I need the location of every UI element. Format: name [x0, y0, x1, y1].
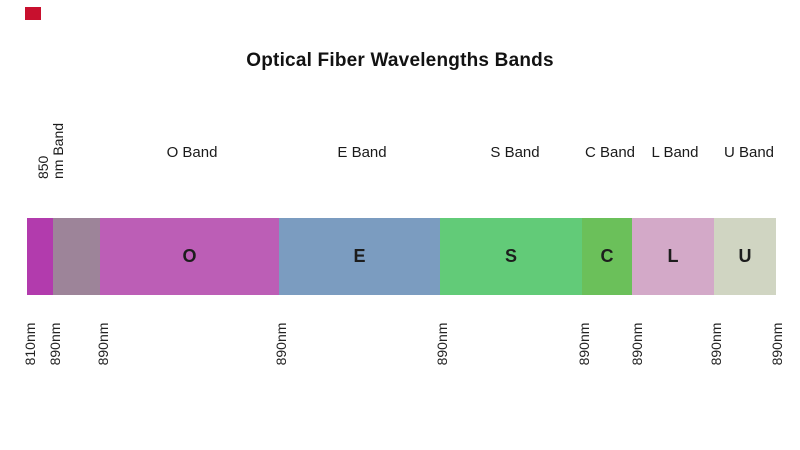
tick-label-8: 890nm: [769, 322, 785, 366]
tick-label-2: 890nm: [95, 322, 111, 366]
bar-segment-o: O: [100, 218, 279, 295]
tick-label-6: 890nm: [629, 322, 645, 366]
band-label-l: L Band: [651, 144, 699, 161]
bar-letter-l: L: [667, 246, 679, 266]
bar-letter-c: C: [600, 246, 614, 266]
tick-label-0: 810nm: [22, 322, 38, 366]
bar-segment-u: U: [714, 218, 776, 295]
chart-title: Optical Fiber Wavelengths Bands: [246, 50, 554, 71]
band-label-850nm: 850 nm Band: [35, 122, 66, 180]
band-label-s: S Band: [490, 144, 540, 161]
bar-segment-s: S: [440, 218, 582, 295]
bar-segment-l: L: [632, 218, 714, 295]
bar-segment-band-1: [53, 218, 100, 295]
bar-letter-e: E: [353, 246, 366, 266]
tick-label-4: 890nm: [434, 322, 450, 366]
red-marker: [25, 7, 41, 20]
band-label-e: E Band: [337, 144, 387, 161]
bar-letter-s: S: [504, 246, 517, 266]
tick-label-1: 890nm: [47, 322, 63, 366]
tick-label-3: 890nm: [273, 322, 289, 366]
bar-segment-e: E: [279, 218, 440, 295]
tick-label-5: 890nm: [576, 322, 592, 366]
band-label-c: C Band: [584, 144, 636, 161]
band-label-o: O Band: [166, 144, 218, 161]
band-label-u: U Band: [723, 144, 775, 161]
bar-letter-o: O: [182, 246, 197, 266]
bar-segment-c: C: [582, 218, 632, 295]
bar-segment-band-0: [27, 218, 53, 295]
tick-label-7: 890nm: [708, 322, 724, 366]
bar-letter-u: U: [738, 246, 752, 266]
